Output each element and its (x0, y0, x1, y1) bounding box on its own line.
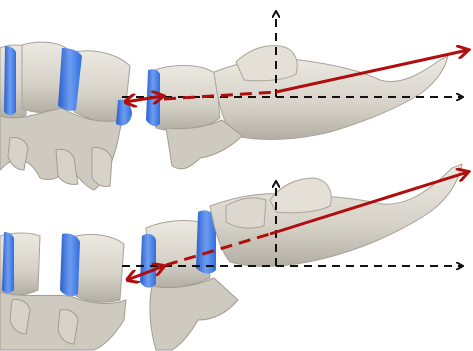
vertebra-body (76, 234, 124, 302)
sacral-ala (270, 178, 331, 213)
posterior-elements-s1 (150, 278, 238, 350)
intervertebral-disc (116, 100, 132, 126)
sacral-ridge (226, 198, 266, 228)
lumbar-vertebrae-top (0, 42, 132, 190)
sacrum-bottom (210, 164, 462, 266)
lumbar-vertebrae-bottom (0, 210, 238, 350)
spinous-process (8, 137, 28, 170)
bottom-panel (0, 164, 468, 350)
intervertebral-disc (4, 46, 16, 115)
sacral-ala (236, 46, 297, 81)
intervertebral-disc (2, 232, 14, 293)
top-panel (0, 12, 468, 190)
intervertebral-disc (60, 233, 80, 296)
intervertebral-disc (140, 234, 156, 288)
spinous-process (92, 147, 112, 186)
